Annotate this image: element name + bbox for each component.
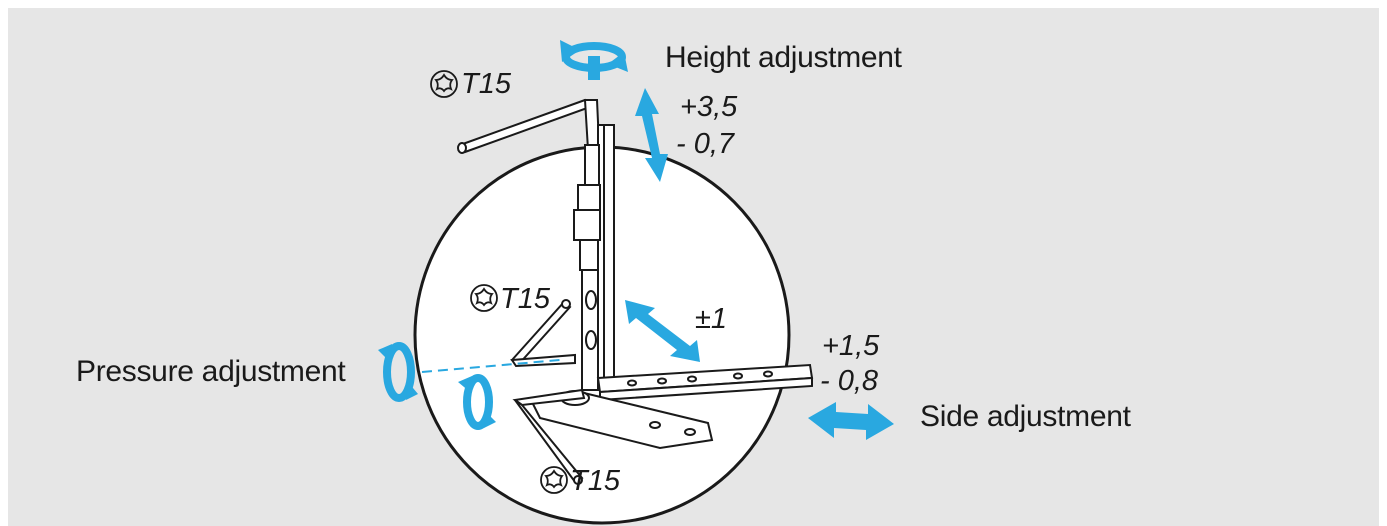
height-adjustment-label: Height adjustment — [665, 41, 902, 74]
height-plus-value: +3,5 — [680, 91, 738, 123]
hinge-frame — [573, 124, 615, 391]
pressure-adjustment-label: Pressure adjustment — [76, 355, 346, 388]
side-adjustment-label: Side adjustment — [920, 400, 1131, 433]
torx-icon — [470, 284, 498, 312]
side-plus-value: +1,5 — [822, 330, 880, 362]
pressure-rotate-arrow-left-icon — [378, 342, 418, 402]
side-minus-value: - 0,8 — [820, 365, 879, 397]
height-double-arrow-icon — [635, 88, 668, 182]
torx-bottom-label: T15 — [570, 465, 620, 497]
height-rotate-arrow-icon — [560, 40, 628, 80]
tilt-double-arrow-icon — [625, 300, 700, 362]
pressure-rotate-arrow-bottom-icon — [458, 374, 496, 430]
pressure-axis-line — [421, 359, 561, 373]
allen-key-bottom — [512, 388, 586, 485]
height-minus-value: - 0,7 — [676, 128, 735, 160]
torx-middle-label: T15 — [500, 283, 550, 315]
hinge-plate — [596, 363, 814, 402]
allen-key-middle — [510, 299, 576, 368]
tilt-value: ±1 — [695, 303, 728, 335]
torx-icon — [540, 466, 568, 494]
side-double-arrow-icon — [808, 402, 894, 440]
torx-icon — [430, 70, 458, 98]
torx-top-label: T15 — [461, 68, 511, 100]
